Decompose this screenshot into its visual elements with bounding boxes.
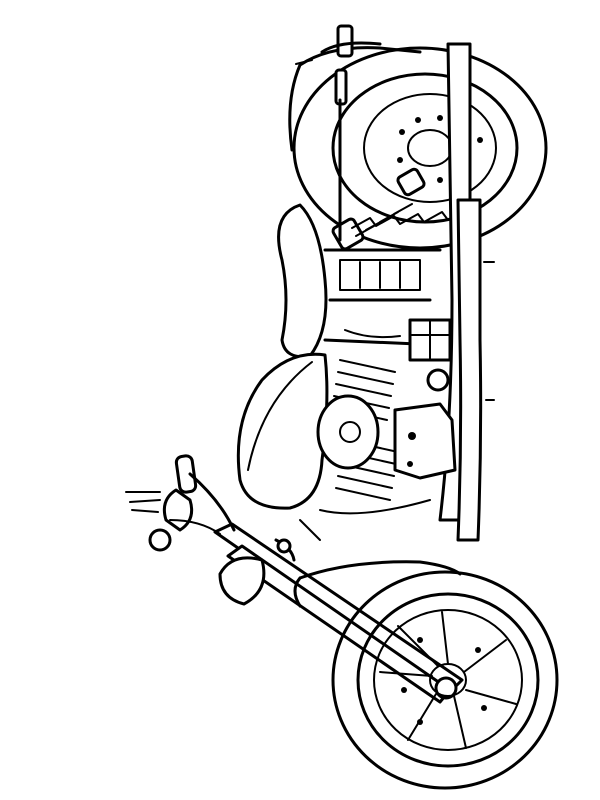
tank-seam	[247, 361, 313, 471]
front-fender	[293, 560, 462, 608]
front-fork	[213, 522, 464, 704]
front-wheel	[331, 570, 559, 790]
seat	[277, 203, 328, 359]
engine	[316, 318, 457, 515]
handlebars	[125, 454, 236, 552]
front-brake-disc	[401, 637, 487, 725]
taillight	[295, 24, 382, 106]
engine-cover	[316, 394, 380, 470]
exhaust-pipes	[438, 42, 495, 542]
fuel-tank	[236, 352, 329, 510]
transmission-case	[393, 402, 457, 480]
cylinder-fins-rear	[331, 359, 396, 421]
footpegs	[274, 519, 321, 562]
headlight	[218, 556, 266, 606]
rear-shock-spring	[331, 167, 449, 251]
frame	[323, 98, 442, 347]
front-wheel-spokes	[379, 611, 517, 749]
